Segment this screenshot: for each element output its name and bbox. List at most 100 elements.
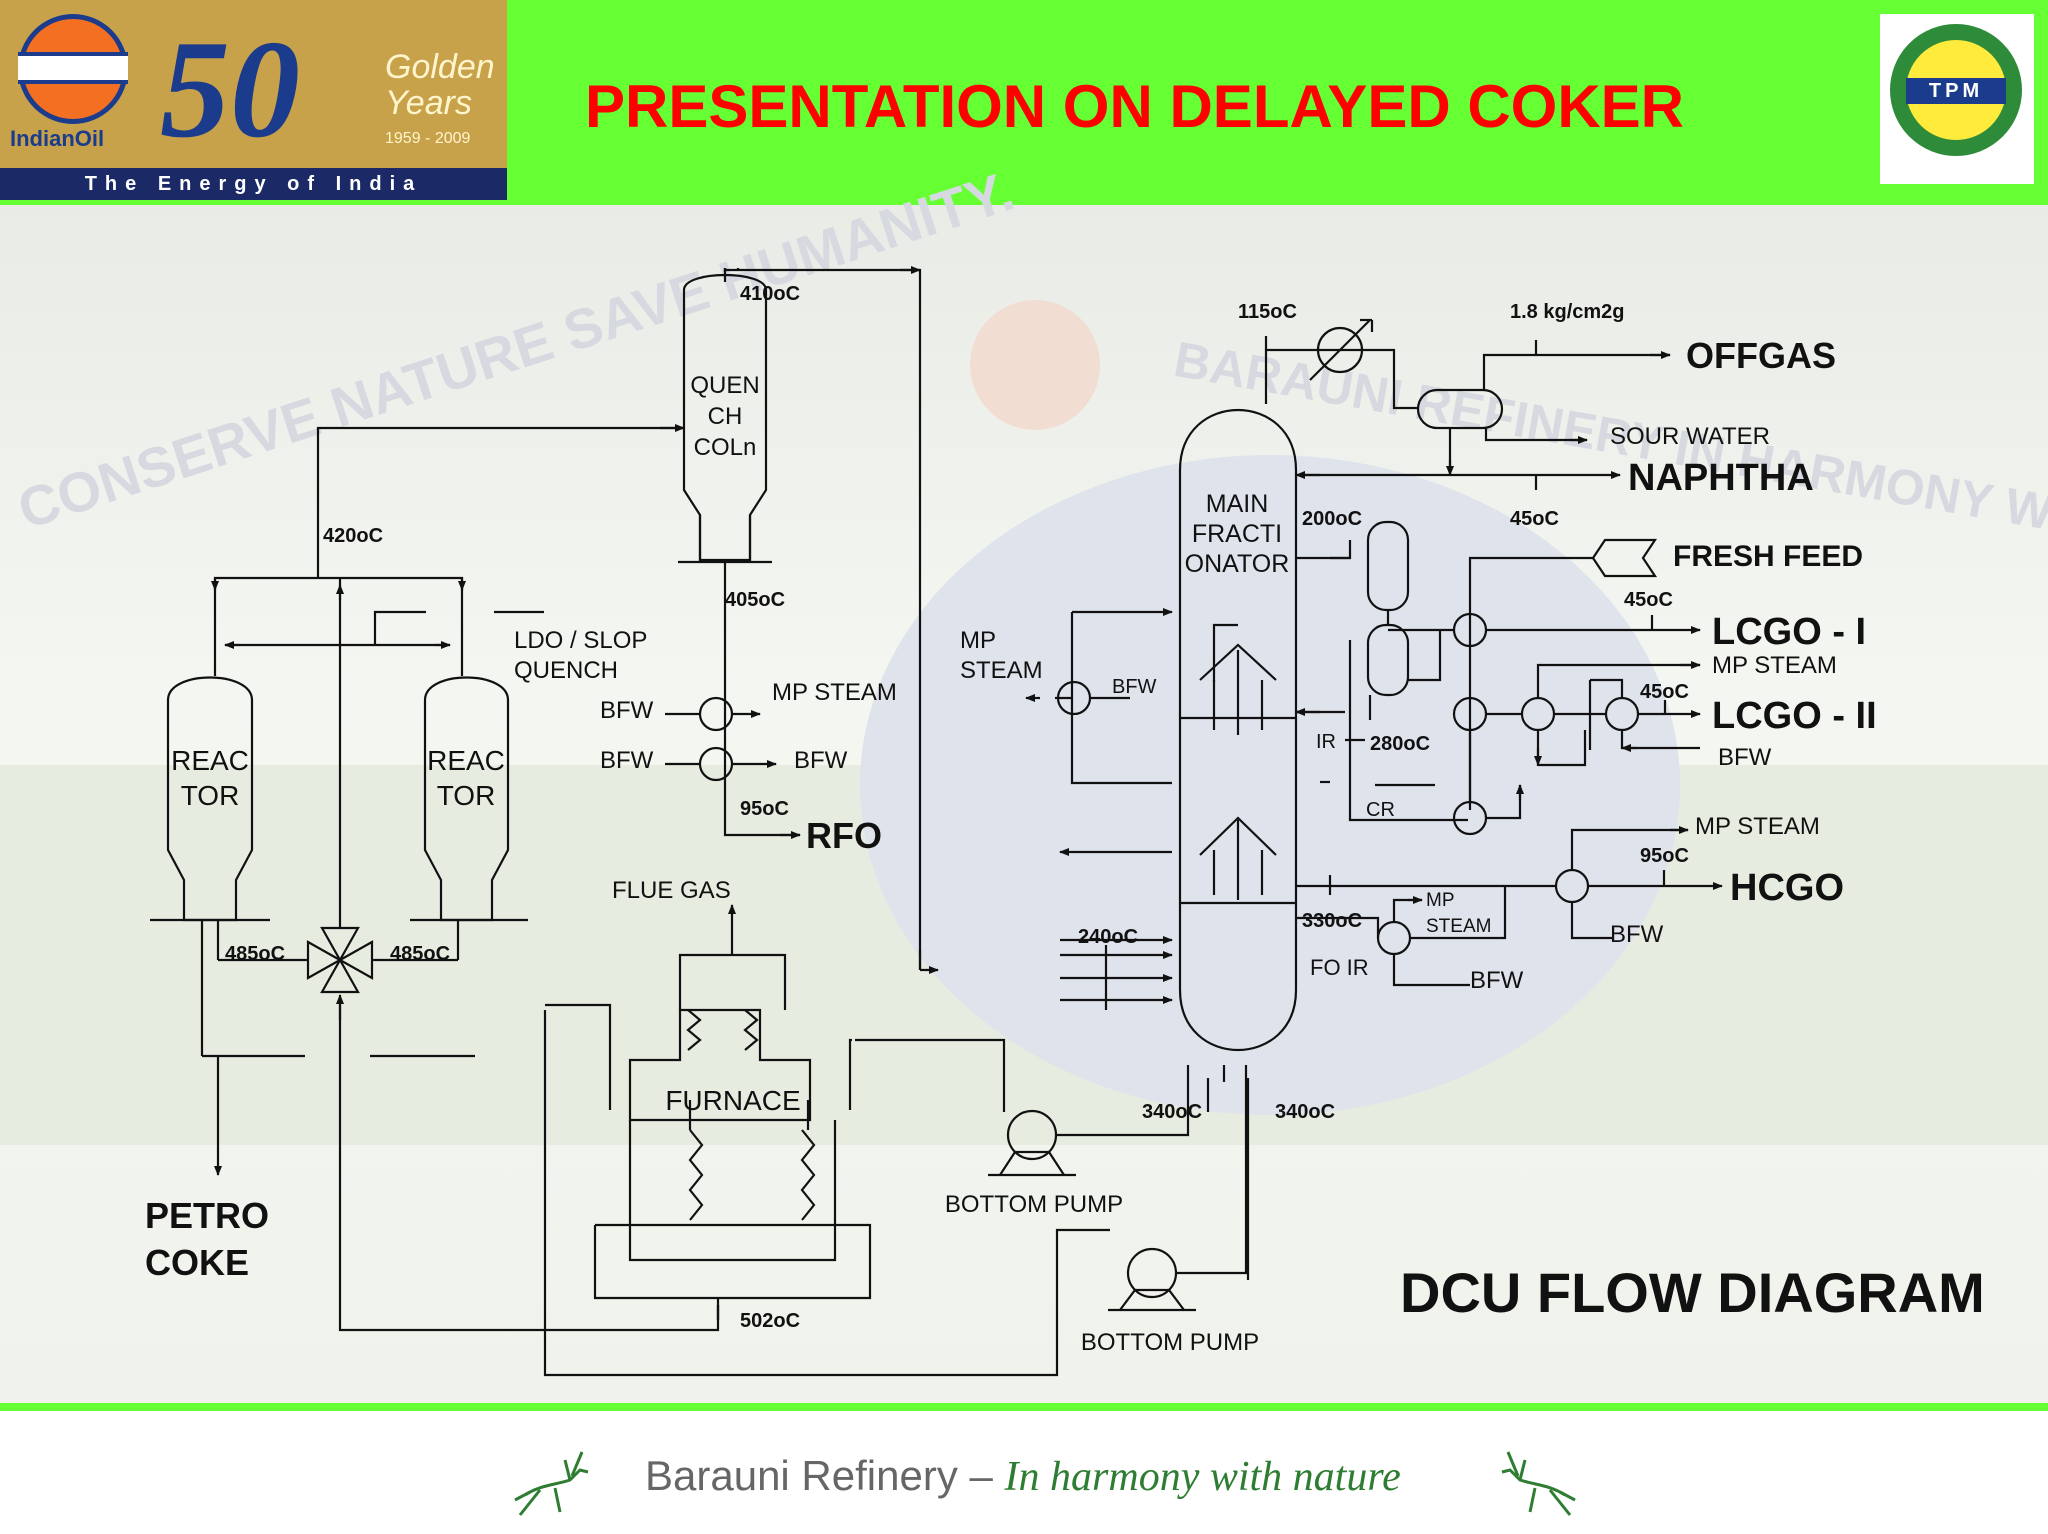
fractionator-tray-1 xyxy=(1212,623,1238,682)
label-flue-gas: FLUE GAS xyxy=(612,877,731,904)
footer-divider xyxy=(0,1403,2048,1411)
label-fractionator-3: ONATOR xyxy=(1185,550,1290,578)
temp-115: 115oC xyxy=(1238,301,1297,323)
exchanger-rfo-2 xyxy=(698,746,734,782)
label-fresh-feed: FRESH FEED xyxy=(1673,540,1863,573)
temp-280: 280oC xyxy=(1370,733,1430,755)
temp-410: 410oC xyxy=(740,283,800,305)
label-reactor-right-2: TOR xyxy=(437,780,496,811)
temp-485-left: 485oC xyxy=(225,943,285,965)
label-cr: CR xyxy=(1366,799,1395,821)
label-bfw-q2: BFW xyxy=(600,747,654,774)
label-mp-steam-q: MP STEAM xyxy=(772,679,897,706)
reflux-drum xyxy=(1416,388,1504,430)
label-rfo: RFO xyxy=(806,815,882,856)
indianoil-brand-text: IndianOil xyxy=(10,126,105,151)
indianoil-golden-jubilee-logo: IndianOil 50 Golden Years 1959 - 2009 Th… xyxy=(0,0,507,200)
temp-95-hcgo: 95oC xyxy=(1640,845,1689,867)
background-photo xyxy=(0,205,2048,1405)
label-bfw-q1: BFW xyxy=(600,697,654,724)
label-fractionator-2: FRACTI xyxy=(1192,520,1282,548)
fresh-feed-inlet xyxy=(1591,538,1658,578)
label-bfw-q3: BFW xyxy=(794,747,848,774)
label-petro-coke-1: PETRO xyxy=(145,1195,269,1236)
label-mp-steam-hcgo: MP STEAM xyxy=(1695,813,1820,840)
golden-years-text: Golden Years xyxy=(385,48,495,122)
label-bfw-hcgo: BFW xyxy=(1610,921,1664,948)
label-reactor-right-1: REAC xyxy=(427,745,505,776)
side-stripper xyxy=(1366,520,1410,612)
exchanger-lcgo2b xyxy=(1520,696,1556,732)
footer-slogan: Barauni Refinery – In harmony with natur… xyxy=(645,1452,1401,1501)
label-lcgo1: LCGO - I xyxy=(1712,611,1866,653)
label-steam: STEAM xyxy=(960,657,1043,684)
jubilee-years-text: 1959 - 2009 xyxy=(385,130,471,147)
temp-405: 405oC xyxy=(725,589,785,611)
label-mp-fo: MP xyxy=(1426,890,1455,911)
exchanger-rfo-1 xyxy=(698,696,734,732)
label-bfw-lcgo: BFW xyxy=(1718,744,1772,771)
label-bfw-f: BFW xyxy=(1112,676,1157,698)
label-fractionator-1: MAIN xyxy=(1206,490,1269,518)
tpm-label: TPM xyxy=(1906,78,2006,104)
label-offgas: OFFGAS xyxy=(1686,335,1836,376)
switch-valve xyxy=(306,940,343,980)
temp-330: 330oC xyxy=(1302,910,1362,932)
temp-45-lcgo2: 45oC xyxy=(1640,681,1689,703)
label-mp-steam-lcgo: MP STEAM xyxy=(1712,652,1837,679)
label-hcgo: HCGO xyxy=(1730,867,1844,909)
label-quench-col-2: CH xyxy=(708,403,743,430)
label-quench-col-1: QUEN xyxy=(690,372,759,399)
footer-motto: In harmony with nature xyxy=(1004,1454,1401,1500)
label-naphtha: NAPHTHA xyxy=(1628,457,1814,499)
label-ir: IR xyxy=(1316,731,1336,753)
temp-340-left: 340oC xyxy=(1142,1101,1202,1123)
temp-240: 240oC xyxy=(1078,926,1138,948)
pressure-overhead: 1.8 kg/cm2g xyxy=(1510,301,1625,323)
temp-200: 200oC xyxy=(1302,508,1362,530)
background-emblem xyxy=(860,455,1680,1115)
temp-420: 420oC xyxy=(323,525,383,547)
slide-title: PRESENTATION ON DELAYED COKER xyxy=(585,73,1685,140)
temp-502: 502oC xyxy=(740,1310,800,1332)
temp-45-naphtha: 45oC xyxy=(1510,508,1559,530)
temp-45-lcgo1: 45oC xyxy=(1624,589,1673,611)
label-bottom-pump-2: BOTTOM PUMP xyxy=(1081,1329,1259,1356)
fifty-years-mark: 50 xyxy=(160,12,300,167)
deer-right-icon xyxy=(1501,1451,1576,1516)
exchanger-fo-ir xyxy=(1376,920,1412,956)
main-fractionator xyxy=(1178,409,1298,1051)
label-reactor-left-2: TOR xyxy=(181,780,240,811)
label-furnace: FURNACE xyxy=(665,1085,800,1116)
label-ldo-1: LDO / SLOP xyxy=(514,627,647,654)
furnace xyxy=(628,1008,812,1122)
exchanger-hcgo xyxy=(1554,868,1590,904)
furnace-radiant-coil-left xyxy=(688,1129,704,1221)
background-logo xyxy=(970,300,1100,430)
temp-340-right: 340oC xyxy=(1275,1101,1335,1123)
label-bottom-pump-1: BOTTOM PUMP xyxy=(945,1191,1123,1218)
label-petro-coke-2: COKE xyxy=(145,1242,249,1283)
quench-column xyxy=(682,273,768,562)
overhead-condenser xyxy=(1316,326,1364,374)
label-steam-fo: STEAM xyxy=(1426,916,1491,937)
furnace-coil-left xyxy=(686,1009,702,1051)
label-reactor-left-1: REAC xyxy=(171,745,249,776)
diagram-title: DCU FLOW DIAGRAM xyxy=(1400,1261,1985,1324)
temp-485-right: 485oC xyxy=(390,943,450,965)
label-sour-water: SOUR WATER xyxy=(1610,423,1770,450)
label-quench-col-3: COLn xyxy=(694,434,757,461)
deer-left-icon xyxy=(514,1451,589,1516)
label-bfw-fo: BFW xyxy=(1470,967,1524,994)
exchanger-lcgo2c xyxy=(1604,696,1640,732)
label-fo-ir: FO IR xyxy=(1310,955,1369,980)
energy-of-india-tagline: The Energy of India xyxy=(0,168,507,200)
label-ldo-2: QUENCH xyxy=(514,657,618,684)
label-mp: MP xyxy=(960,627,996,654)
indianoil-emblem-band xyxy=(18,52,128,84)
label-lcgo2: LCGO - II xyxy=(1712,695,1877,737)
footer-prefix: Barauni Refinery – xyxy=(645,1452,1005,1499)
tpm-logo: TPM xyxy=(1880,14,2034,184)
temp-95-rfo: 95oC xyxy=(740,798,789,820)
